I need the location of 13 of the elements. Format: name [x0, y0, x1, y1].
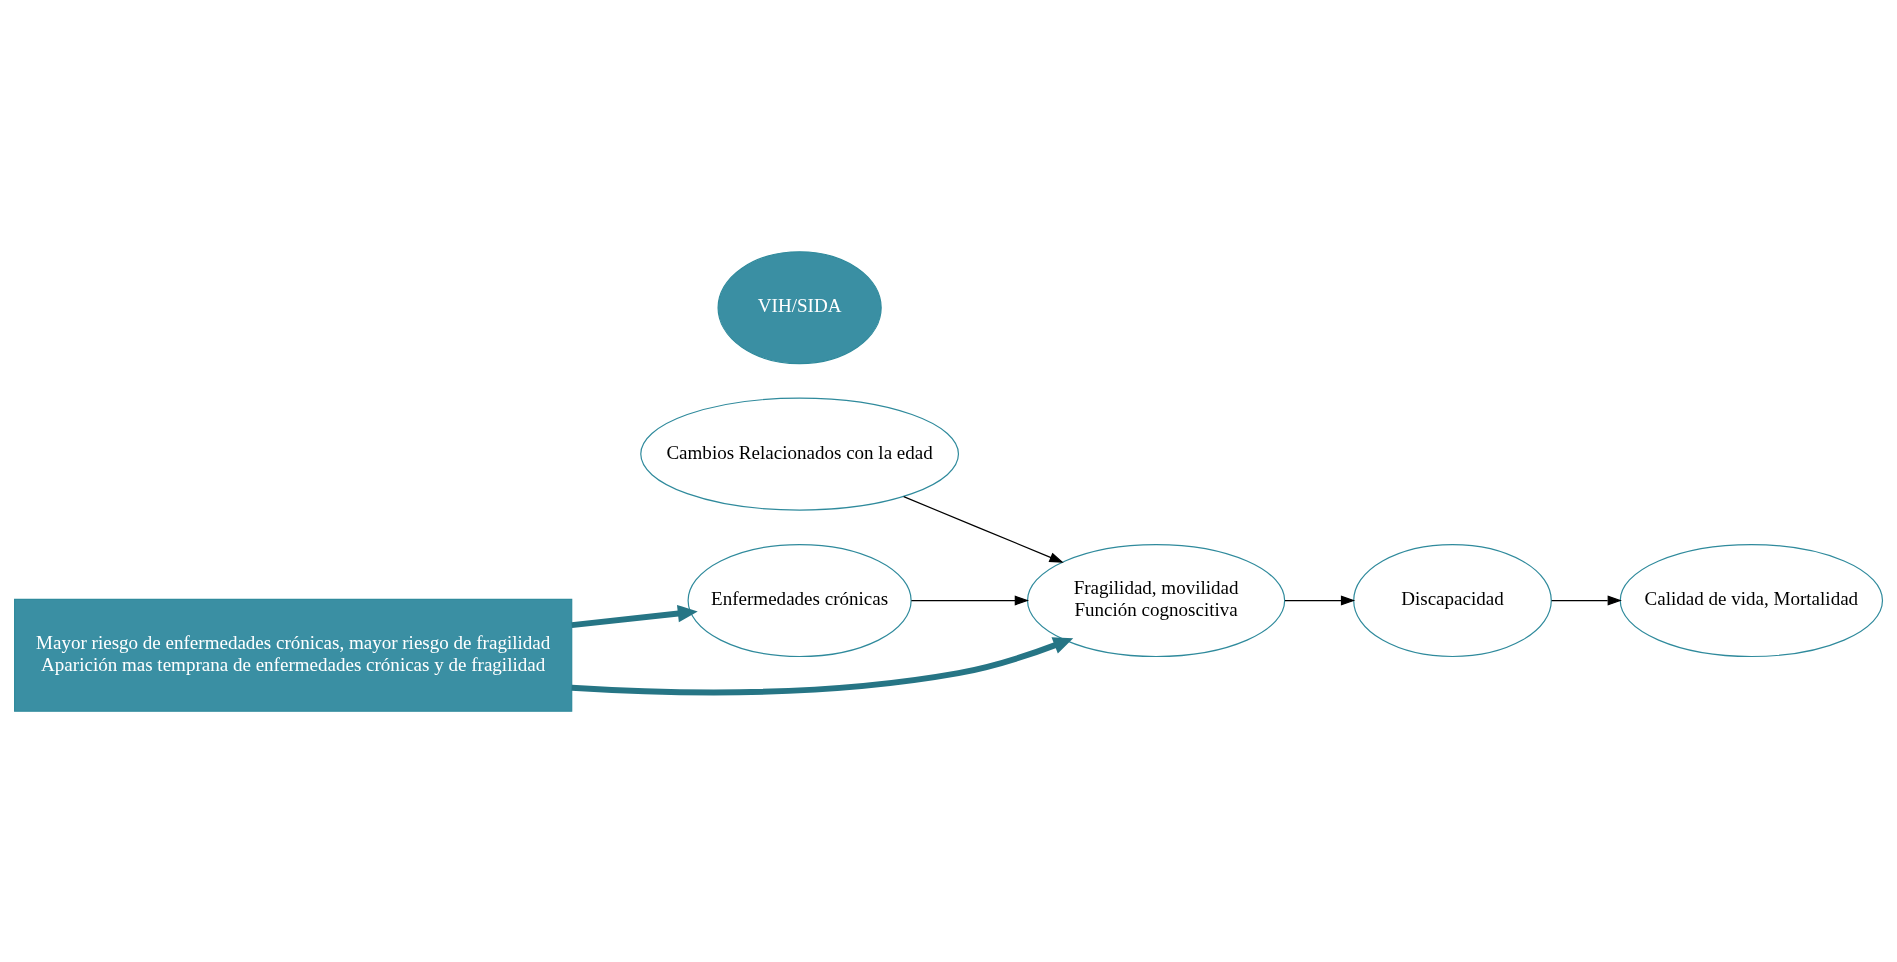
node-ellipse: Enfermedades crónicas: [687, 543, 912, 657]
node-ellipse: Calidad de vida, Mortalidad: [1619, 543, 1884, 657]
arrow: [1284, 595, 1356, 606]
arrow: [571, 636, 1074, 695]
arrow: [1551, 595, 1622, 606]
node-ellipse: Fragilidad, movilidad Función cognoscitiva: [1026, 543, 1286, 657]
arrow: [571, 604, 698, 628]
node-ellipse: Discapacidad: [1353, 543, 1552, 657]
node-box: Mayor riesgo de enfermedades crónicas, mayor riesgo de fragilidad Aparición mas temprana de enfermedades crónicas y de fragilidad: [14, 598, 573, 712]
node-ellipse: VIH/SIDA: [717, 250, 882, 364]
arrow: [903, 495, 1064, 563]
node-ellipse: Cambios Relacionados con la edad: [640, 397, 960, 511]
arrow: [910, 595, 1030, 606]
